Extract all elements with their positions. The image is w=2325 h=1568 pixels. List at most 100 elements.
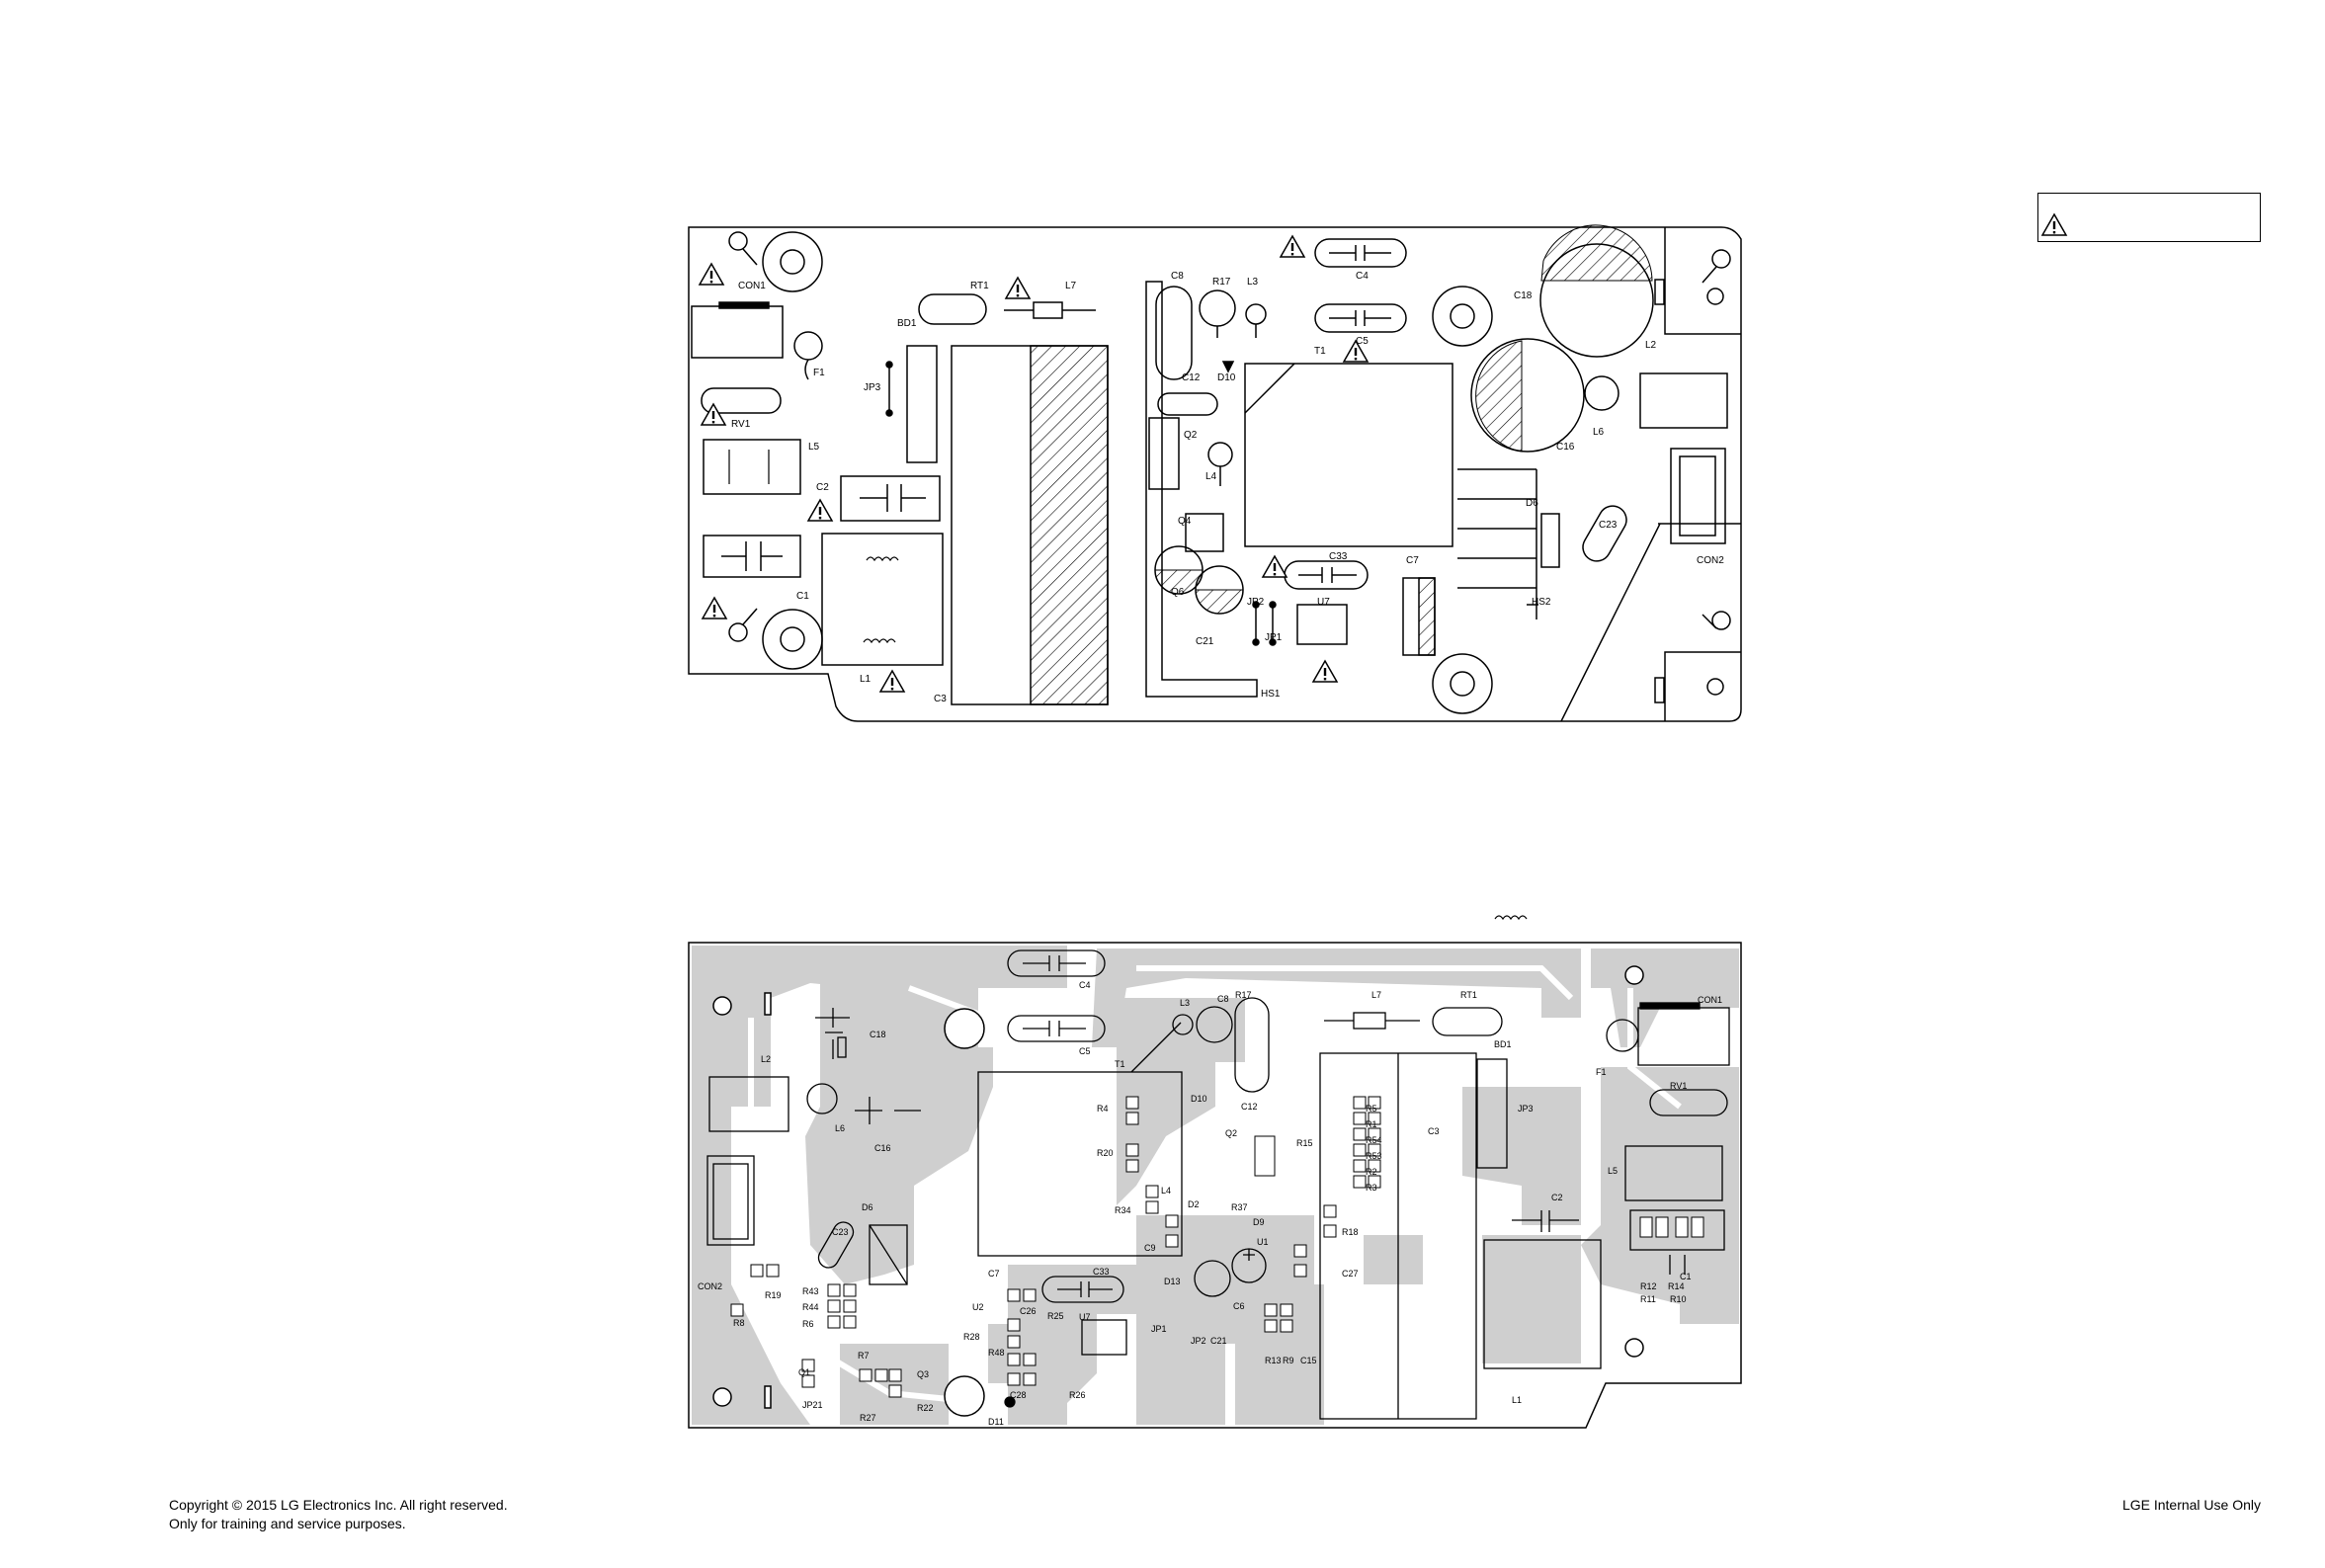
label-l3: L3 — [1247, 277, 1259, 288]
label-c7: C7 — [1406, 555, 1419, 566]
label-jp1: JP1 — [1151, 1324, 1167, 1334]
label-q4: Q4 — [1178, 516, 1192, 527]
warning-icon — [2041, 213, 2067, 236]
label-c33: C33 — [1093, 1267, 1110, 1277]
usage-line: Only for training and service purposes. — [169, 1516, 406, 1531]
label-r11: R11 — [1640, 1294, 1656, 1304]
label-rt1: RT1 — [970, 281, 989, 291]
label-r14: R14 — [1668, 1281, 1685, 1291]
top-labels: CON1 RT1 L7 C4 C5 C18 BD1 F1 JP3 RV1 L5 … — [731, 271, 1724, 704]
label-d13: D13 — [1164, 1277, 1181, 1286]
warning-icon — [1005, 277, 1031, 299]
label-c27: C27 — [1342, 1269, 1359, 1279]
label-r25: R25 — [1047, 1311, 1064, 1321]
warning-icon — [1312, 660, 1338, 683]
label-c5: C5 — [1356, 336, 1369, 347]
label-c2: C2 — [1551, 1193, 1563, 1202]
label-u1: U1 — [1257, 1237, 1269, 1247]
label-c4: C4 — [1356, 271, 1369, 282]
label-c3: C3 — [1428, 1126, 1440, 1136]
label-jp3: JP3 — [864, 382, 881, 393]
label-l3: L3 — [1180, 998, 1190, 1008]
label-hs1: HS1 — [1261, 689, 1281, 700]
label-u2: U2 — [972, 1302, 984, 1312]
label-jp3: JP3 — [1518, 1104, 1534, 1114]
warning-icon — [1262, 555, 1287, 578]
label-q1: Q1 — [798, 1367, 810, 1377]
label-r8: R8 — [733, 1318, 745, 1328]
label-con2: CON2 — [1697, 555, 1724, 566]
label-f1: F1 — [813, 368, 825, 378]
label-r18: R18 — [1342, 1227, 1359, 1237]
warning-icon — [879, 670, 905, 693]
label-l6: L6 — [1593, 427, 1605, 438]
label-l4: L4 — [1161, 1186, 1171, 1196]
label-c23: C23 — [832, 1227, 849, 1237]
label-q2: Q2 — [1184, 430, 1198, 441]
label-l6: L6 — [835, 1123, 845, 1133]
label-r53: R53 — [1366, 1151, 1382, 1161]
label-c4: C4 — [1079, 980, 1091, 990]
label-c28: C28 — [1010, 1390, 1027, 1400]
label-c18: C18 — [870, 1030, 886, 1039]
label-d10: D10 — [1217, 372, 1236, 383]
label-r20: R20 — [1097, 1148, 1114, 1158]
label-l1: L1 — [1512, 1395, 1522, 1405]
label-r28: R28 — [963, 1332, 980, 1342]
label-r19: R19 — [765, 1290, 782, 1300]
label-r7: R7 — [858, 1351, 870, 1361]
label-r44: R44 — [802, 1302, 819, 1312]
label-c21: C21 — [1210, 1336, 1227, 1346]
label-l1: L1 — [860, 674, 872, 685]
label-d9: D9 — [1253, 1217, 1265, 1227]
warning-icon — [1280, 235, 1305, 258]
label-hs2: HS2 — [1532, 597, 1551, 608]
top-board — [688, 226, 1742, 722]
label-r26: R26 — [1069, 1390, 1086, 1400]
label-c16: C16 — [874, 1143, 891, 1153]
label-jp1: JP1 — [1265, 632, 1283, 643]
label-bd1: BD1 — [1494, 1039, 1512, 1049]
label-r22: R22 — [917, 1403, 934, 1413]
label-c21: C21 — [1196, 636, 1214, 647]
label-r10: R10 — [1670, 1294, 1687, 1304]
label-d11: D11 — [988, 1417, 1004, 1427]
label-c15: C15 — [1300, 1356, 1317, 1365]
label-c23: C23 — [1599, 520, 1618, 531]
safety-legend-box — [2037, 193, 2261, 242]
label-c18: C18 — [1514, 290, 1533, 301]
label-c9: C9 — [1144, 1243, 1156, 1253]
label-l2: L2 — [1645, 340, 1657, 351]
label-r17: R17 — [1212, 277, 1231, 288]
label-r27: R27 — [860, 1413, 876, 1423]
label-jp21: JP21 — [802, 1400, 823, 1410]
label-bd1: BD1 — [897, 318, 917, 329]
top-hatch — [1154, 224, 1653, 615]
label-c2: C2 — [816, 482, 829, 493]
label-c12: C12 — [1241, 1102, 1258, 1112]
label-r15: R15 — [1296, 1138, 1313, 1148]
label-q6: Q6 — [1171, 587, 1185, 598]
copyright-notice: Copyright © 2015 LG Electronics Inc. All… — [169, 1496, 508, 1533]
label-r34: R34 — [1115, 1205, 1131, 1215]
label-rt1: RT1 — [1460, 990, 1477, 1000]
warning-icon — [699, 263, 724, 286]
label-r6: R6 — [802, 1319, 814, 1329]
label-c5: C5 — [1079, 1046, 1091, 1056]
label-d6: D6 — [862, 1202, 873, 1212]
label-u7: U7 — [1079, 1312, 1091, 1322]
label-l5: L5 — [1608, 1166, 1618, 1176]
label-q3: Q3 — [917, 1369, 929, 1379]
label-c8: C8 — [1171, 271, 1184, 282]
label-c12: C12 — [1182, 372, 1201, 383]
label-r3: R3 — [1366, 1183, 1377, 1193]
internal-use-notice: LGE Internal Use Only — [2121, 1497, 2261, 1513]
label-r43: R43 — [802, 1286, 819, 1296]
label-jp2: JP2 — [1191, 1336, 1206, 1346]
warning-icon — [807, 499, 833, 522]
label-rv1: RV1 — [1670, 1081, 1687, 1091]
coil-symbols — [728, 450, 1552, 1355]
label-r2: R2 — [1366, 1167, 1377, 1177]
label-r12: R12 — [1640, 1281, 1657, 1291]
label-rv1: RV1 — [731, 419, 751, 430]
